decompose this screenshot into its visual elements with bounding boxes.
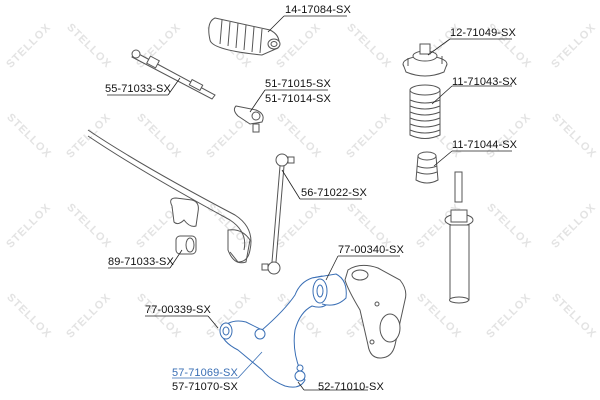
bump-stop-part[interactable] (415, 151, 439, 184)
part-label-14-17084[interactable]: 14-17084-SX (285, 4, 351, 16)
inner-tie-rod-part[interactable] (131, 49, 216, 100)
part-label-77-00339[interactable]: 77-00339-SX (145, 304, 211, 316)
tie-rod-end-part[interactable] (233, 105, 264, 133)
lower-control-arm-part[interactable] (219, 273, 347, 388)
leader-lines (107, 15, 512, 391)
stabilizer-bar-part[interactable] (87, 129, 252, 264)
stabilizer-link-part[interactable] (261, 153, 295, 275)
part-label-11-71043[interactable]: 11-71043-SX (452, 76, 518, 88)
part-label-52-71010[interactable]: 52-71010-SX (318, 381, 384, 393)
dust-boot-part[interactable] (409, 84, 441, 139)
shock-absorber-part[interactable] (444, 171, 474, 304)
steering-knuckle-part[interactable] (344, 264, 407, 359)
part-label-77-00340[interactable]: 77-00340-SX (338, 244, 404, 256)
strut-mount-part[interactable] (402, 43, 448, 77)
part-label-12-71049[interactable]: 12-71049-SX (450, 27, 516, 39)
part-label-11-71044[interactable]: 11-71044-SX (452, 139, 518, 151)
steering-boot-part[interactable] (208, 17, 281, 56)
part-label-57-71070[interactable]: 57-71070-SX (172, 381, 238, 393)
part-label-51-71015[interactable]: 51-71015-SX (265, 78, 331, 90)
part-label-55-71033[interactable]: 55-71033-SX (105, 83, 171, 95)
part-label-56-71022[interactable]: 56-71022-SX (301, 187, 367, 199)
leader-lines-highlight (172, 351, 263, 379)
part-label-89-71033[interactable]: 89-71033-SX (108, 256, 174, 268)
stabilizer-bushing-part[interactable] (170, 197, 199, 255)
part-label-51-71014[interactable]: 51-71014-SX (265, 93, 331, 105)
part-label-57-71069[interactable]: 57-71069-SX (172, 367, 238, 379)
